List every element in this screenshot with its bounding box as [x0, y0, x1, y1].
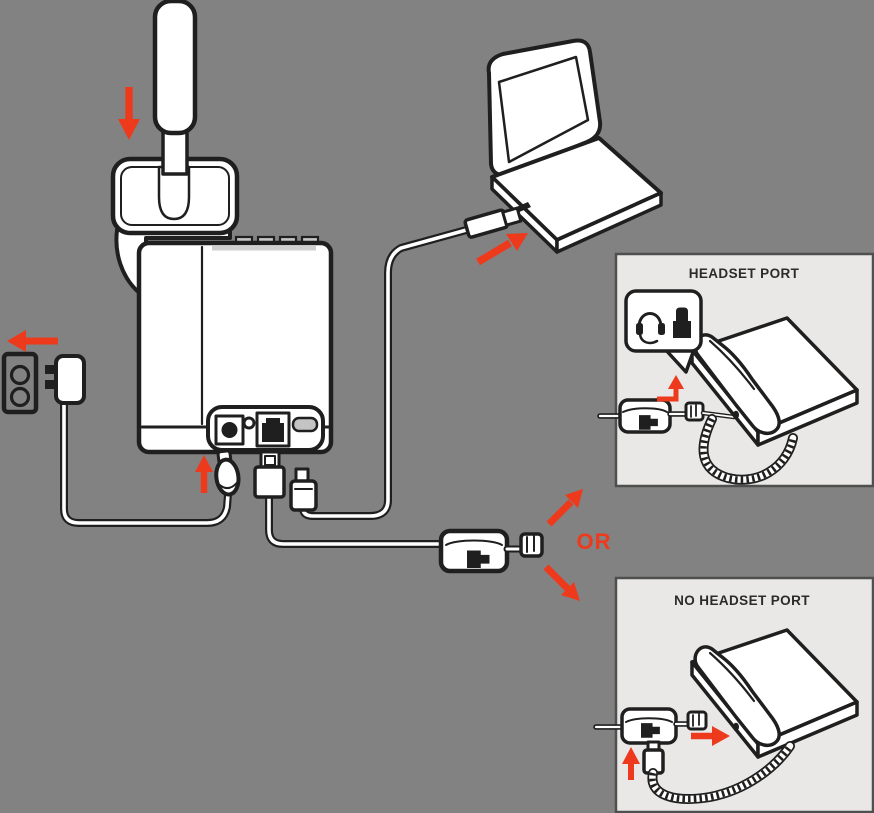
arrow-up-right-icon: [546, 489, 583, 527]
headset-port-panel: HEADSET PORT: [597, 252, 874, 488]
power-cable: [60, 397, 232, 527]
headset-icon: [636, 312, 665, 345]
usb-port: [291, 416, 319, 433]
laptop: [486, 38, 663, 254]
usb-plug: [463, 206, 523, 239]
handset-coiled-cord: [647, 741, 795, 804]
headset-body: [152, 0, 198, 136]
phone-plug-icon: [673, 307, 691, 338]
charging-base: [114, 214, 334, 455]
arrow-up-icon: [622, 747, 640, 780]
arrow-right-icon: [691, 726, 730, 746]
wall-outlet: [1, 351, 39, 415]
usb-connector: [289, 467, 318, 512]
power-adapter: [45, 354, 86, 405]
headset-port-callout-bubble: [624, 289, 703, 374]
power-port: [214, 414, 245, 446]
power-connector: [214, 449, 241, 497]
inline-adapter: [438, 528, 510, 574]
arrow-left-icon: [7, 330, 58, 352]
arrow-down-icon: [118, 87, 140, 140]
telephone-port: [255, 411, 291, 448]
handset-coiled-cord: [698, 414, 798, 485]
handset-plug-into-adapter: [642, 740, 665, 775]
cradle-pocket: [157, 165, 191, 221]
no-headset-port-panel-title: NO HEADSET PORT: [674, 593, 810, 608]
telephone-plug: [673, 710, 708, 731]
headset-port-panel-title: HEADSET PORT: [689, 266, 800, 281]
docked-headset: [110, 0, 240, 236]
usb-cable: [299, 225, 474, 520]
telephone-cable: [265, 492, 445, 548]
base-port-panel: [206, 405, 325, 452]
arrow-down-right-icon: [543, 564, 580, 601]
inline-adapter: [618, 398, 672, 434]
arrow-up-right-icon: [476, 233, 528, 266]
telephone-plug: [503, 532, 544, 558]
or-label: OR: [577, 529, 612, 554]
arrow-up-icon: [195, 455, 213, 493]
no-headset-port-panel: NO HEADSET PORT: [593, 576, 874, 813]
inline-adapter: [620, 707, 678, 745]
aux-port: [242, 416, 256, 430]
arrow-bent-up-icon: [657, 375, 684, 402]
telephone-connector: [253, 450, 286, 499]
telephone-plug: [667, 401, 737, 422]
